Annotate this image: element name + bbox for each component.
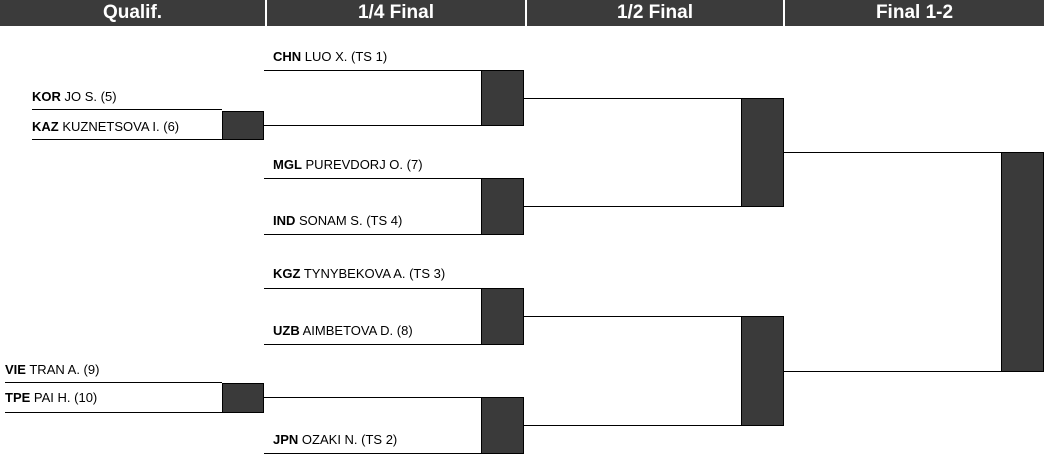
header-qualif: Qualif. xyxy=(0,0,265,26)
bracket-line xyxy=(524,98,742,99)
header-semi-final: 1/2 Final xyxy=(527,0,783,26)
match-box-qualif-2 xyxy=(222,383,264,413)
bracket-line xyxy=(524,425,742,426)
athlete-name: PAI H. (10) xyxy=(33,390,98,405)
bracket-line xyxy=(524,206,742,207)
quarter-entry-ind: IND SONAM S. (TS 4) xyxy=(273,213,402,228)
country-code: TPE xyxy=(5,390,31,405)
match-box-sf-2 xyxy=(741,316,784,426)
match-box-qf-2 xyxy=(481,178,524,235)
bracket-line xyxy=(784,152,1002,153)
country-code: MGL xyxy=(273,157,302,172)
bracket-line xyxy=(264,344,482,345)
qualif-entry-vie: VIE TRAN A. (9) xyxy=(5,362,99,377)
athlete-name: KUZNETSOVA I. (6) xyxy=(62,119,180,134)
match-box-qf-1 xyxy=(481,70,524,126)
bracket-line xyxy=(264,70,482,71)
qualif-entry-kor: KOR JO S. (5) xyxy=(32,89,117,104)
bracket-line xyxy=(264,397,482,398)
bracket-line xyxy=(784,371,1002,372)
athlete-name: AIMBETOVA D. (8) xyxy=(302,323,413,338)
country-code: KGZ xyxy=(273,266,301,281)
country-code: UZB xyxy=(273,323,300,338)
athlete-name: LUO X. (TS 1) xyxy=(304,49,388,64)
country-code: KOR xyxy=(32,89,61,104)
country-code: VIE xyxy=(5,362,26,377)
quarter-entry-mgl: MGL PUREVDORJ O. (7) xyxy=(273,157,423,172)
athlete-name: SONAM S. (TS 4) xyxy=(299,213,403,228)
bracket-line xyxy=(5,412,222,413)
bracket-line xyxy=(524,316,742,317)
bracket-line xyxy=(264,288,482,289)
bracket-line xyxy=(264,234,482,235)
header-quarter-final: 1/4 Final xyxy=(267,0,525,26)
bracket-line xyxy=(264,178,482,179)
athlete-name: TYNYBEKOVA A. (TS 3) xyxy=(303,266,446,281)
country-code: JPN xyxy=(273,432,299,447)
qualif-entry-kaz: KAZ KUZNETSOVA I. (6) xyxy=(32,119,179,134)
match-box-final xyxy=(1001,152,1044,372)
athlete-name: JO S. (5) xyxy=(64,89,117,104)
quarter-entry-kgz: KGZ TYNYBEKOVA A. (TS 3) xyxy=(273,266,445,281)
bracket-line xyxy=(32,109,222,110)
quarter-entry-chn: CHN LUO X. (TS 1) xyxy=(273,49,387,64)
qualif-entry-tpe: TPE PAI H. (10) xyxy=(5,390,97,405)
athlete-name: OZAKI N. (TS 2) xyxy=(301,432,398,447)
quarter-entry-uzb: UZB AIMBETOVA D. (8) xyxy=(273,323,413,338)
bracket-line xyxy=(32,139,222,140)
quarter-entry-jpn: JPN OZAKI N. (TS 2) xyxy=(273,432,397,447)
match-box-qualif-1 xyxy=(222,111,264,140)
country-code: KAZ xyxy=(32,119,59,134)
match-box-qf-4 xyxy=(481,397,524,454)
bracket-line xyxy=(264,453,482,454)
match-box-sf-1 xyxy=(741,98,784,207)
athlete-name: PUREVDORJ O. (7) xyxy=(305,157,423,172)
header-final: Final 1-2 xyxy=(785,0,1044,26)
country-code: CHN xyxy=(273,49,302,64)
match-box-qf-3 xyxy=(481,288,524,345)
country-code: IND xyxy=(273,213,296,228)
bracket-line xyxy=(5,382,222,383)
bracket-line xyxy=(264,125,482,126)
athlete-name: TRAN A. (9) xyxy=(29,362,100,377)
